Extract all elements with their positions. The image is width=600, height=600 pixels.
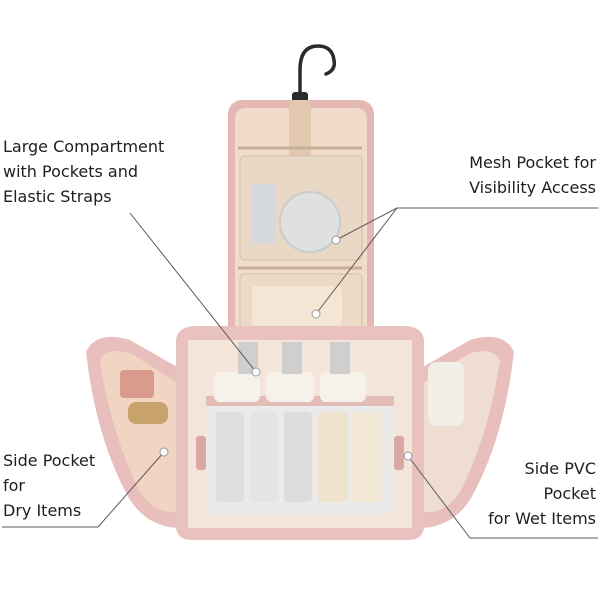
main-compartment xyxy=(176,326,424,540)
callout-side-pocket-line-2: for xyxy=(3,476,25,495)
callout-side-pvc-pocket-line-1: Side PVC xyxy=(524,459,596,478)
callout-side-pocket-line-3: Dry Items xyxy=(3,501,82,520)
callout-mesh-pocket-line-1: Mesh Pocket for xyxy=(469,153,596,172)
hanger-hook xyxy=(292,44,337,106)
left-side-pocket xyxy=(86,336,186,529)
callout-leaders xyxy=(2,207,598,539)
callout-mesh-pocket-line-2: Visibility Access xyxy=(469,178,596,197)
callout-large-compartment-line-2: with Pockets and xyxy=(3,162,139,181)
callout-side-pvc-pocket-line-3: for Wet Items xyxy=(488,509,596,528)
callout-side-pocket-line-1: Side Pocket xyxy=(3,451,96,470)
upper-flap xyxy=(228,100,374,346)
callout-large-compartment: Large Compartment with Pockets and Elast… xyxy=(3,134,164,209)
callout-large-compartment-line-1: Large Compartment xyxy=(3,137,165,156)
callout-large-compartment-line-3: Elastic Straps xyxy=(3,187,112,206)
callout-side-pvc-pocket-line-2: Pocket xyxy=(543,484,596,503)
callout-side-pvc-pocket: Side PVC Pocket for Wet Items xyxy=(488,456,596,531)
callout-mesh-pocket: Mesh Pocket for Visibility Access xyxy=(469,150,596,200)
right-side-pocket xyxy=(408,336,514,529)
callout-side-pocket: Side Pocket for Dry Items xyxy=(3,448,95,523)
